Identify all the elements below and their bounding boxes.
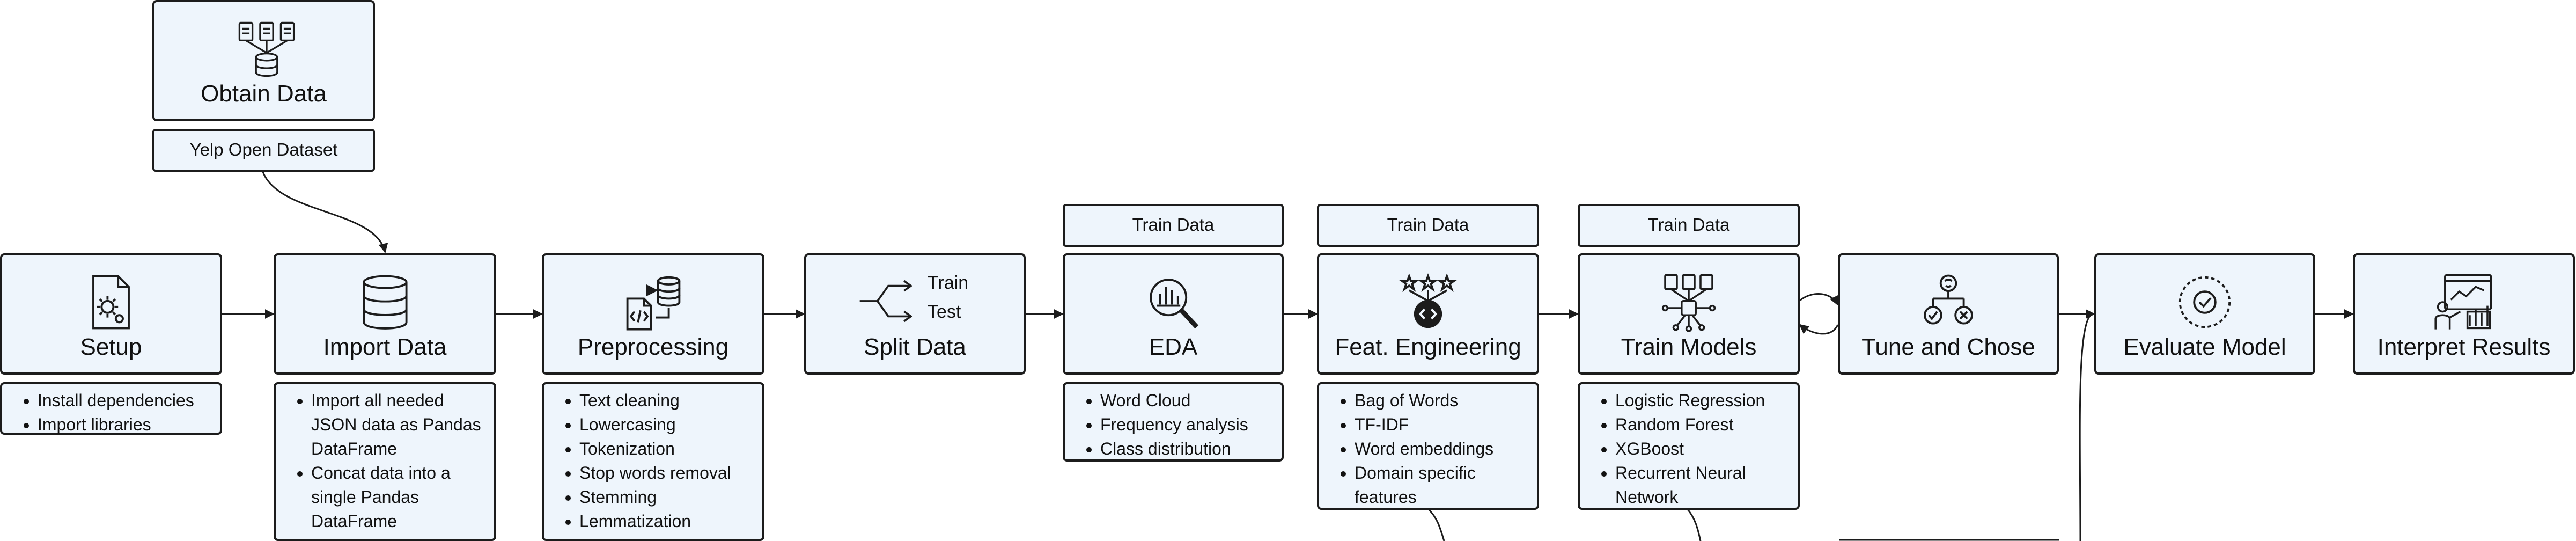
train-models-box[interactable]: Train Models [1578, 253, 1800, 375]
eda-train-data-tag: Train Data [1063, 204, 1284, 247]
list-item: Word Cloud [1100, 389, 1277, 413]
setup-list: Install dependencies Import libraries [0, 382, 222, 435]
preprocessing-box[interactable]: Preprocessing [542, 253, 764, 375]
split-arrows-icon [858, 272, 922, 331]
list-item: Stemming [579, 485, 758, 509]
line-train-down [1686, 508, 1702, 541]
feature-engineering-list: Bag of Words TF-IDF Word embeddings Doma… [1317, 382, 1539, 510]
split-data-title: Split Data [864, 334, 966, 360]
list-item: Stop words removal [579, 461, 758, 485]
features-train-data-tag: Train Data [1317, 204, 1539, 247]
list-item: XGBoost [1615, 437, 1793, 461]
obtain-data-box[interactable]: Obtain Data [152, 0, 375, 121]
eda-title: EDA [1149, 334, 1198, 360]
line-evaluate-up [2079, 313, 2095, 541]
list-item: Frequency analysis [1100, 413, 1277, 437]
import-data-list: Import all needed JSON data as Pandas Da… [274, 382, 496, 541]
list-item: Domain specific features [1355, 461, 1533, 509]
list-item: Import libraries [38, 413, 216, 437]
interpret-results-box[interactable]: Interpret Results [2353, 253, 2575, 375]
list-item: Random Forest [1615, 413, 1793, 437]
dataset-source-tag: Yelp Open Dataset [152, 129, 375, 172]
list-item: Class distribution [1100, 437, 1277, 461]
list-item: Lowercasing [579, 413, 758, 437]
import-data-title: Import Data [323, 334, 447, 360]
list-item: Bag of Words [1355, 389, 1533, 413]
cycle-check-icon [2175, 273, 2234, 332]
list-item: Logistic Regression [1615, 389, 1793, 413]
arrow-tune-train [1799, 324, 1839, 335]
network-files-icon [1659, 273, 1718, 332]
eda-box[interactable]: EDA [1063, 253, 1284, 375]
list-item: Recurrent Neural Network [1615, 461, 1793, 509]
list-item: Lemmatization [579, 509, 758, 533]
stars-code-icon [1399, 273, 1458, 332]
setup-title: Setup [80, 334, 142, 360]
tune-and-chose-box[interactable]: Tune and Chose [1838, 253, 2059, 375]
gear-file-icon [82, 273, 141, 332]
eda-list: Word Cloud Frequency analysis Class dist… [1063, 382, 1284, 462]
database-files-icon [237, 20, 295, 77]
feature-engineering-title: Feat. Engineering [1335, 334, 1521, 360]
decision-tree-icon [1919, 273, 1978, 332]
train-models-list: Logistic Regression Random Forest XGBoos… [1578, 382, 1800, 510]
evaluate-model-title: Evaluate Model [2123, 334, 2286, 360]
list-item: Word embeddings [1355, 437, 1533, 461]
setup-box[interactable]: Setup [0, 253, 222, 375]
train-models-train-data-tag: Train Data [1578, 204, 1800, 247]
list-item: TF-IDF [1355, 413, 1533, 437]
database-icon [356, 273, 415, 332]
tune-and-chose-title: Tune and Chose [1861, 334, 2035, 360]
train-models-title: Train Models [1621, 334, 1757, 360]
person-dashboard-icon [2434, 273, 2493, 332]
interpret-results-title: Interpret Results [2377, 334, 2551, 360]
list-item: Concat data into a single Pandas DataFra… [311, 461, 490, 533]
obtain-data-title: Obtain Data [201, 81, 327, 107]
preprocessing-list: Text cleaning Lowercasing Tokenization S… [542, 382, 764, 541]
train-branch-label: Train [928, 273, 969, 293]
list-item: Text cleaning [579, 389, 758, 413]
line-features-down [1427, 508, 1445, 541]
arrow-dataset-import [262, 171, 388, 253]
feature-engineering-box[interactable]: Feat. Engineering [1317, 253, 1539, 375]
preprocessing-title: Preprocessing [577, 334, 729, 360]
list-item: Tokenization [579, 437, 758, 461]
magnifier-chart-icon [1144, 273, 1203, 332]
import-data-box[interactable]: Import Data [274, 253, 496, 375]
evaluate-model-box[interactable]: Evaluate Model [2094, 253, 2315, 375]
arrow-train-tune [1799, 293, 1839, 306]
list-item: Install dependencies [38, 389, 216, 413]
split-data-box[interactable]: Train Test Split Data [804, 253, 1026, 375]
test-branch-label: Test [928, 302, 961, 322]
split-branch-labels: Train Test [928, 268, 968, 326]
code-file-database-icon [624, 273, 683, 332]
list-item: Import all needed JSON data as Pandas Da… [311, 389, 490, 461]
